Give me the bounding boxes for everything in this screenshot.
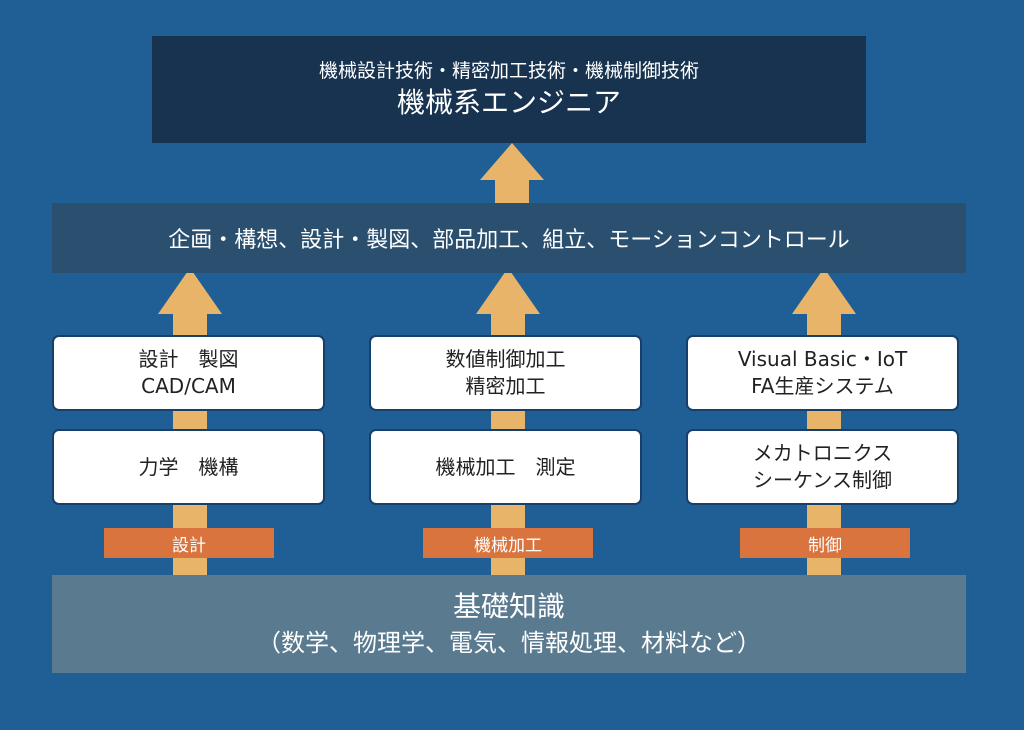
card-line: シーケンス制御 <box>753 468 892 492</box>
card-line: 精密加工 <box>465 374 546 398</box>
card-line: 力学 機構 <box>138 454 239 479</box>
card-line: Visual Basic・IoT <box>737 347 908 371</box>
middle-band-text: 企画・構想、設計・製図、部品加工、組立、モーションコントロール <box>168 228 850 253</box>
card-design-upper: 設計 製図 CAD/CAM <box>52 335 325 411</box>
label-text: 制御 <box>808 535 842 556</box>
card-line: 数値制御加工 <box>445 347 566 371</box>
label-text: 機械加工 <box>474 535 542 556</box>
card-machining-upper: 数値制御加工 精密加工 <box>369 335 642 411</box>
label-control: 制御 <box>740 528 910 558</box>
base-title: 基礎知識 <box>452 590 565 623</box>
card-line: 機械加工 測定 <box>435 454 576 479</box>
card-machining-lower: 機械加工 測定 <box>369 429 642 505</box>
base-knowledge-band: 基礎知識 （数学、物理学、電気、情報処理、材料など） <box>52 575 966 673</box>
card-line: メカトロニクス <box>752 441 893 465</box>
card-line: FA生産システム <box>751 374 894 398</box>
up-arrow-icon <box>480 143 544 206</box>
card-control-lower: メカトロニクス シーケンス制御 <box>686 429 959 505</box>
top-box-engineer: 機械設計技術・精密加工技術・機械制御技術 機械系エンジニア <box>152 36 866 143</box>
card-line: CAD/CAM <box>141 374 236 398</box>
label-machining: 機械加工 <box>423 528 593 558</box>
card-design-lower: 力学 機構 <box>52 429 325 505</box>
top-box-title: 機械系エンジニア <box>396 85 621 119</box>
card-line: 設計 製図 <box>138 347 239 371</box>
top-box-subtitle: 機械設計技術・精密加工技術・機械制御技術 <box>318 59 699 82</box>
label-text: 設計 <box>172 535 206 556</box>
card-control-upper: Visual Basic・IoT FA生産システム <box>686 335 959 411</box>
label-design: 設計 <box>104 528 274 558</box>
base-subtitle: （数学、物理学、電気、情報処理、材料など） <box>257 629 761 657</box>
middle-band: 企画・構想、設計・製図、部品加工、組立、モーションコントロール <box>52 203 966 273</box>
